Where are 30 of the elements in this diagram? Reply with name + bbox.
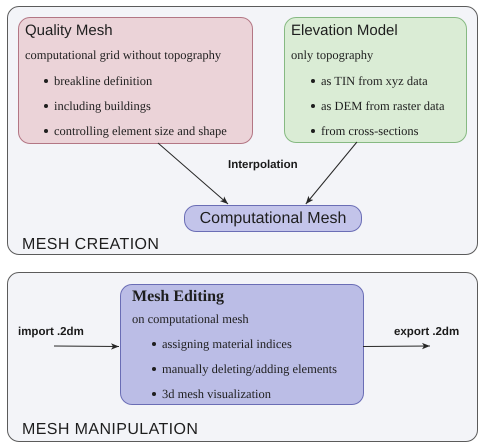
group-title: MESH CREATION <box>22 234 160 254</box>
bullet-point: controlling element size and shape <box>44 123 227 139</box>
process-box <box>120 284 364 405</box>
bullet-point: assigning material indices <box>152 336 292 352</box>
annotation-text: Interpolation <box>228 158 298 172</box>
box-heading: Quality Mesh <box>25 21 113 41</box>
box-heading: Mesh Editing <box>132 286 224 306</box>
process-box: Computational Mesh <box>184 205 362 232</box>
bullet-point: manually deleting/adding elements <box>152 361 337 377</box>
arrow <box>54 343 120 350</box>
process-box <box>18 17 253 144</box>
arrow <box>362 342 430 350</box>
bullet-point: from cross-sections <box>311 123 419 139</box>
box-heading: Elevation Model <box>291 21 398 41</box>
process-box <box>284 17 467 143</box>
bullet-point: breakline definition <box>44 73 152 89</box>
group-panel <box>7 272 478 442</box>
bullet-point: 3d mesh visualization <box>152 386 272 402</box>
bullet-point: as DEM from raster data <box>311 98 445 114</box>
bullet-point: as TIN from xyz data <box>311 73 428 89</box>
group-title: MESH MANIPULATION <box>22 420 198 440</box>
box-description: on computational mesh <box>132 311 249 327</box>
edge-label: import .2dm <box>18 325 84 339</box>
box-description: computational grid without topography <box>25 47 222 63</box>
group-panel <box>7 6 478 255</box>
arrow <box>305 142 358 204</box>
edge-label: export .2dm <box>394 325 460 339</box>
box-description: only topography <box>291 47 374 63</box>
arrow <box>158 142 229 204</box>
bullet-point: including buildings <box>44 98 151 114</box>
